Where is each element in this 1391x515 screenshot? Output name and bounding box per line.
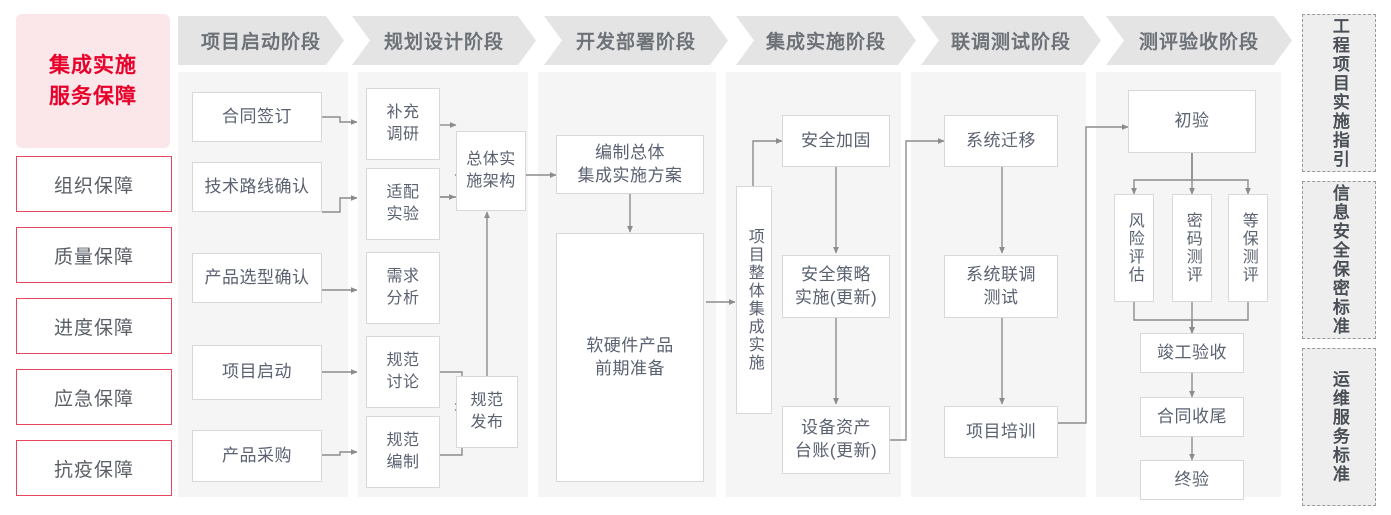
node-label-line2: 前期准备 xyxy=(595,358,665,378)
phase-header-1[interactable]: 项目启动阶段 xyxy=(178,16,344,65)
node-label-line1: 软硬件产品 xyxy=(586,335,674,355)
node-hw-sw-preparation[interactable]: 软硬件产品 前期准备 xyxy=(556,233,704,482)
node-label: 项目整体集成实施 xyxy=(745,228,763,372)
node-tech-route-confirm[interactable]: 技术路线确认 xyxy=(192,162,322,212)
node-product-model-confirm[interactable]: 产品选型确认 xyxy=(192,253,322,303)
guideline-label: 工程项目实施指引 xyxy=(1329,17,1349,169)
node-label-line1: 设备资产 xyxy=(801,418,871,438)
node-preliminary-acceptance[interactable]: 初验 xyxy=(1128,90,1256,153)
node-label-line1: 补充 xyxy=(386,104,420,122)
node-label-line1: 安全策略 xyxy=(801,264,871,284)
node-label-line1: 编制总体 xyxy=(595,142,665,162)
node-asset-ledger-update[interactable]: 设备资产 台账(更新) xyxy=(782,406,890,474)
node-label: 系统迁移 xyxy=(966,130,1036,150)
node-adaptation-experiment[interactable]: 适配 实验 xyxy=(366,168,440,240)
node-final-acceptance[interactable]: 终验 xyxy=(1140,460,1244,500)
phase-header-2[interactable]: 规划设计阶段 xyxy=(352,16,536,65)
phase-header-3[interactable]: 开发部署阶段 xyxy=(544,16,728,65)
node-label-line1: 规范 xyxy=(386,352,420,370)
phase-header-label: 集成实施阶段 xyxy=(765,32,886,53)
node-label: 密码测评 xyxy=(1183,212,1201,284)
node-system-migration[interactable]: 系统迁移 xyxy=(944,115,1058,167)
sidebar-item-quality[interactable]: 质量保障 xyxy=(16,227,172,283)
node-label-line1: 适配 xyxy=(386,184,420,202)
node-label-line1: 规范 xyxy=(470,392,504,410)
guideline-information-security-confidentiality-standard[interactable]: 信息安全保密标准 xyxy=(1302,181,1376,339)
node-cryptography-evaluation[interactable]: 密码测评 xyxy=(1172,194,1212,302)
node-overall-project-integration[interactable]: 项目整体集成实施 xyxy=(736,186,772,414)
sidebar-item-epidemic[interactable]: 抗疫保障 xyxy=(16,440,172,496)
phase-header-label: 开发部署阶段 xyxy=(575,32,696,53)
node-label: 竣工验收 xyxy=(1157,342,1227,362)
node-label-line2: 发布 xyxy=(470,414,504,431)
node-label-line2: 讨论 xyxy=(386,374,420,391)
node-security-policy-implementation[interactable]: 安全策略 实施(更新) xyxy=(782,255,890,318)
node-label-line1: 需求 xyxy=(386,268,420,286)
node-system-joint-debug-test[interactable]: 系统联调 测试 xyxy=(944,255,1058,318)
node-label-line2: 施架构 xyxy=(466,173,516,190)
node-label: 安全加固 xyxy=(801,130,871,150)
node-label: 合同签订 xyxy=(222,106,292,126)
node-security-hardening[interactable]: 安全加固 xyxy=(782,115,890,167)
phase-header-label: 规划设计阶段 xyxy=(383,32,504,53)
phase-header-4[interactable]: 集成实施阶段 xyxy=(736,16,916,65)
sidebar-item-emergency[interactable]: 应急保障 xyxy=(16,369,172,425)
node-label: 初验 xyxy=(1174,111,1210,131)
node-label: 项目培训 xyxy=(966,421,1036,441)
node-spec-discussion[interactable]: 规范 讨论 xyxy=(366,336,440,408)
guideline-label: 信息安全保密标准 xyxy=(1329,184,1349,336)
node-overall-implementation-architecture[interactable]: 总体实 施架构 xyxy=(456,131,526,211)
node-mlps-evaluation[interactable]: 等保测评 xyxy=(1228,194,1268,302)
phase-header-label: 测评验收阶段 xyxy=(1138,32,1259,53)
sidebar-item-label: 质量保障 xyxy=(53,246,134,268)
node-label: 等保测评 xyxy=(1239,212,1257,284)
node-label-line1: 规范 xyxy=(386,432,420,450)
sidebar-item-schedule[interactable]: 进度保障 xyxy=(16,298,172,354)
guideline-label: 运维服务标准 xyxy=(1329,370,1349,484)
node-contract-signing[interactable]: 合同签订 xyxy=(192,92,322,142)
node-requirement-analysis[interactable]: 需求 分析 xyxy=(366,252,440,324)
sidebar-item-label: 抗疫保障 xyxy=(53,459,134,481)
node-label-line2: 台账(更新) xyxy=(794,441,878,460)
sidebar-item-label: 应急保障 xyxy=(53,388,134,410)
sidebar-item-organization[interactable]: 组织保障 xyxy=(16,156,172,212)
node-label-line1: 系统联调 xyxy=(966,264,1036,284)
guideline-engineering-project-implementation[interactable]: 工程项目实施指引 xyxy=(1302,14,1376,172)
node-product-procurement[interactable]: 产品采购 xyxy=(192,430,322,482)
phase-header-label: 项目启动阶段 xyxy=(200,32,321,53)
node-label-line2: 调研 xyxy=(386,126,420,143)
node-spec-release[interactable]: 规范 发布 xyxy=(456,376,518,448)
node-label: 产品选型确认 xyxy=(204,267,310,287)
sidebar-item-label: 组织保障 xyxy=(53,175,134,197)
node-project-training[interactable]: 项目培训 xyxy=(944,406,1058,458)
node-spec-drafting[interactable]: 规范 编制 xyxy=(366,416,440,488)
sidebar-item-label: 进度保障 xyxy=(53,317,134,339)
sidebar-hero-card: 集成实施 服务保障 xyxy=(16,14,170,148)
node-draft-overall-integration-plan[interactable]: 编制总体 集成实施方案 xyxy=(556,135,704,194)
node-label-line2: 实验 xyxy=(386,206,420,223)
node-label: 风险评估 xyxy=(1125,212,1143,284)
sidebar-hero-line2: 服务保障 xyxy=(49,85,137,108)
node-supplementary-research[interactable]: 补充 调研 xyxy=(366,88,440,160)
node-label: 合同收尾 xyxy=(1157,406,1227,426)
phase-header-5[interactable]: 联调测试阶段 xyxy=(921,16,1101,65)
phase-header-label: 联调测试阶段 xyxy=(950,32,1071,53)
node-label-line2: 分析 xyxy=(386,290,420,307)
node-risk-assessment[interactable]: 风险评估 xyxy=(1114,194,1154,302)
phase-header-6[interactable]: 测评验收阶段 xyxy=(1106,16,1292,65)
node-label: 技术路线确认 xyxy=(204,176,310,196)
guideline-operation-maintenance-service-standard[interactable]: 运维服务标准 xyxy=(1302,348,1376,506)
node-label: 产品采购 xyxy=(222,445,292,465)
node-label: 终验 xyxy=(1174,469,1210,489)
node-label-line2: 编制 xyxy=(386,454,420,471)
sidebar-hero-line1: 集成实施 xyxy=(49,53,137,77)
node-project-kickoff[interactable]: 项目启动 xyxy=(192,345,322,400)
node-label-line1: 总体实 xyxy=(466,151,516,169)
node-label-line2: 集成实施方案 xyxy=(577,165,683,185)
node-completion-acceptance[interactable]: 竣工验收 xyxy=(1140,333,1244,373)
node-label: 项目启动 xyxy=(222,362,292,382)
node-contract-closure[interactable]: 合同收尾 xyxy=(1140,397,1244,437)
node-label-line2: 测试 xyxy=(983,287,1019,307)
node-label-line2: 实施(更新) xyxy=(794,287,878,307)
